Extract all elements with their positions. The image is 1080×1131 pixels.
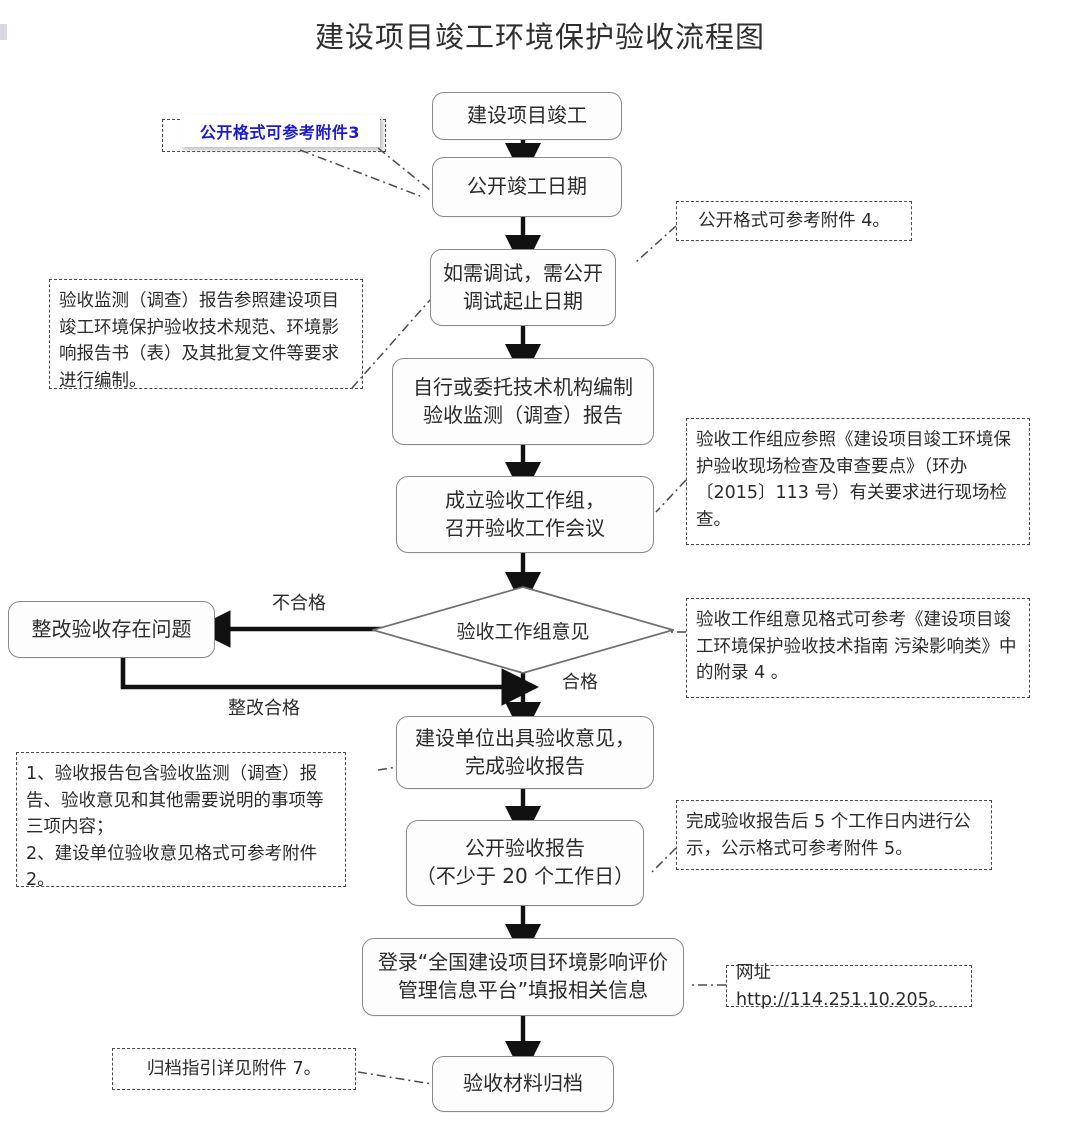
diamond-shape — [369, 586, 677, 674]
node-prepare-monitoring-report[interactable]: 自行或委托技术机构编制 验收监测（调查）报告 — [392, 358, 654, 445]
node-project-completion[interactable]: 建设项目竣工 — [432, 92, 622, 140]
edge-label-pass: 合格 — [562, 672, 598, 693]
node-platform-reporting[interactable]: 登录“全国建设项目环境影响评价 管理信息平台”填报相关信息 — [362, 938, 684, 1016]
node-label: 公开竣工日期 — [467, 174, 587, 199]
note-text: 验收监测（调查）报告参照建设项目竣工环境保护验收技术规范、环境影响报告书（表）及… — [59, 291, 339, 391]
node-label: 整改验收存在问题 — [31, 616, 192, 641]
note-text: 公开格式可参考附件 4。 — [698, 211, 890, 232]
note-text: 网址 http://114.251.10.205。 — [736, 962, 947, 1010]
node-label: 如需调试，需公开 调试起止日期 — [443, 260, 603, 313]
node-issue-acceptance-opinion[interactable]: 建设单位出具验收意见， 完成验收报告 — [396, 716, 654, 789]
page-edge-mark — [0, 24, 7, 40]
node-establish-workgroup[interactable]: 成立验收工作组， 召开验收工作会议 — [396, 476, 654, 553]
node-rectify-issues[interactable]: 整改验收存在问题 — [8, 601, 215, 658]
note-report-contents[interactable]: 1、验收报告包含验收监测（调查）报告、验收意见和其他需要说明的事项等三项内容； … — [16, 752, 346, 890]
node-label: 验收材料归档 — [463, 1071, 583, 1096]
node-label: 建设单位出具验收意见， 完成验收报告 — [415, 725, 635, 778]
note-website[interactable]: 网址 http://114.251.10.205。 — [726, 963, 972, 1010]
decision-label: 验收工作组意见 — [456, 620, 590, 643]
note-workgroup-inspection[interactable]: 验收工作组应参照《建设项目竣工环境保护验收现场检查及审查要点》（环办〔2015〕… — [686, 418, 1030, 545]
node-label: 建设项目竣工 — [467, 103, 587, 128]
note-text: 验收工作组意见格式可参考《建设项目竣工环境保护验收技术指南 污染影响类》中的附录… — [696, 610, 1017, 684]
node-publish-completion-date[interactable]: 公开竣工日期 — [432, 157, 622, 217]
node-label: 登录“全国建设项目环境影响评价 管理信息平台”填报相关信息 — [377, 950, 669, 1002]
note-text: 1、验收报告包含验收监测（调查）报告、验收意见和其他需要说明的事项等三项内容； … — [26, 764, 324, 891]
edge-label-rectified: 整改合格 — [228, 698, 300, 719]
edge-label-fail: 不合格 — [272, 593, 326, 614]
note-archive-guide[interactable]: 归档指引详见附件 7。 — [112, 1048, 356, 1090]
decision-workgroup-opinion[interactable]: 验收工作组意见 — [369, 586, 677, 674]
note-attachment3[interactable]: 公开格式可参考附件3 — [180, 115, 380, 147]
node-label: 公开验收报告 （不少于 20 个工作日） — [415, 836, 635, 888]
note-text: 公开格式可参考附件3 — [199, 123, 361, 142]
note-text: 验收工作组应参照《建设项目竣工环境保护验收现场检查及审查要点》（环办〔2015〕… — [696, 430, 1011, 530]
node-archive-materials[interactable]: 验收材料归档 — [432, 1056, 614, 1112]
node-commissioning-dates[interactable]: 如需调试，需公开 调试起止日期 — [430, 249, 616, 326]
note-publicity-5days[interactable]: 完成验收报告后 5 个工作日内进行公示，公示格式可参考附件 5。 — [676, 800, 992, 870]
note-attachment4[interactable]: 公开格式可参考附件 4。 — [676, 201, 912, 241]
note-report-basis[interactable]: 验收监测（调查）报告参照建设项目竣工环境保护验收技术规范、环境影响报告书（表）及… — [49, 279, 363, 391]
note-text: 完成验收报告后 5 个工作日内进行公示，公示格式可参考附件 5。 — [686, 812, 971, 859]
node-publish-acceptance-report[interactable]: 公开验收报告 （不少于 20 个工作日） — [406, 820, 644, 906]
page-title: 建设项目竣工环境保护验收流程图 — [314, 20, 765, 54]
note-text: 归档指引详见附件 7。 — [146, 1059, 322, 1080]
node-label: 自行或委托技术机构编制 验收监测（调查）报告 — [413, 374, 633, 427]
note-workgroup-opinion-format[interactable]: 验收工作组意见格式可参考《建设项目竣工环境保护验收技术指南 污染影响类》中的附录… — [686, 598, 1030, 698]
node-label: 成立验收工作组， 召开验收工作会议 — [445, 487, 605, 540]
